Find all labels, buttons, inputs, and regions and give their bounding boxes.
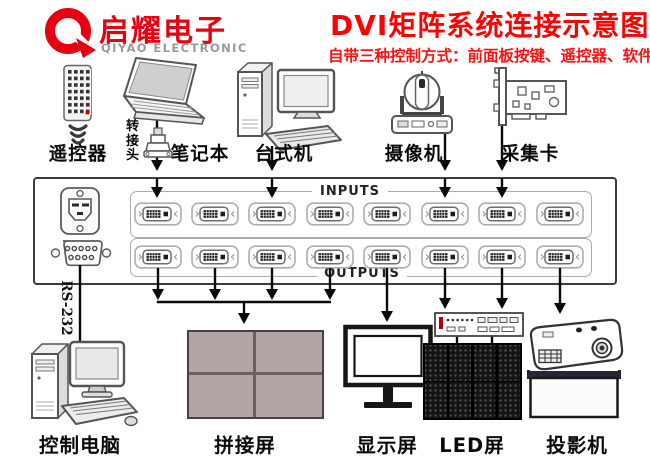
output-dvi-port-5 xyxy=(363,245,411,269)
laptop-icon xyxy=(123,57,205,125)
input-dvi-port-2 xyxy=(191,202,239,226)
desktop-label: 台式机 xyxy=(254,144,314,165)
capture-card-label: 采集卡 xyxy=(500,144,560,165)
projector-icon xyxy=(529,318,624,371)
diagram-title: DVI矩阵系统连接示意图 xyxy=(330,9,650,42)
input-dvi-port-5 xyxy=(363,202,411,226)
remote-control-icon xyxy=(63,64,92,145)
input-dvi-port-4 xyxy=(306,202,354,226)
inputs-label: INPUTS xyxy=(312,184,388,199)
display-label: 显示屏 xyxy=(356,434,418,457)
output-dvi-port-2 xyxy=(191,245,239,269)
outputs-label: OUTPUTS xyxy=(317,266,407,281)
input-dvi-port-7 xyxy=(478,202,526,226)
video-wall-icon xyxy=(187,330,324,419)
output-dvi-port-1 xyxy=(134,245,182,269)
capture-card-icon xyxy=(493,67,567,126)
brand-name-en: QIYAO ELECTRONIC xyxy=(101,41,248,55)
led-screen-label: LED屏 xyxy=(439,434,505,457)
input-dvi-port-3 xyxy=(248,202,296,226)
diagram-subtitle: 自带三种控制方式：前面板按键、遥控器、软件 xyxy=(328,47,650,65)
display-icon xyxy=(343,324,433,408)
output-dvi-port-4 xyxy=(306,245,354,269)
laptop-label: 笔记本 xyxy=(170,144,230,165)
output-dvi-port-6 xyxy=(421,245,469,269)
led-panel-icon xyxy=(423,343,522,420)
video-wall-divider xyxy=(253,332,256,417)
adapter-label: 转接头 xyxy=(126,119,140,163)
video-wall-divider xyxy=(189,372,322,375)
rs232-port-icon xyxy=(50,240,112,267)
remote-control-label: 遥控器 xyxy=(48,144,108,165)
control-pc-icon xyxy=(31,340,138,427)
input-dvi-port-6 xyxy=(421,202,469,226)
control-pc-label: 控制电脑 xyxy=(38,434,121,457)
ir-waves-icon xyxy=(68,124,88,145)
projector-label: 投影机 xyxy=(546,434,608,457)
power-socket-icon xyxy=(60,187,100,235)
output-dvi-port-3 xyxy=(248,245,296,269)
desktop-icon xyxy=(237,62,342,151)
output-dvi-port-7 xyxy=(478,245,526,269)
video-wall-label: 拼接屏 xyxy=(214,434,276,457)
projection-screen-icon xyxy=(527,370,621,419)
input-dvi-port-8 xyxy=(536,202,584,226)
camera-icon xyxy=(391,71,453,134)
camera-label: 摄像机 xyxy=(384,144,444,165)
adapter-icon xyxy=(143,127,173,158)
led-controller-icon xyxy=(434,312,524,337)
output-dvi-port-8 xyxy=(536,245,584,269)
brand-logo-icon xyxy=(45,8,96,58)
brand-name-cn: 启耀电子 xyxy=(99,14,227,49)
input-dvi-port-1 xyxy=(134,202,182,226)
